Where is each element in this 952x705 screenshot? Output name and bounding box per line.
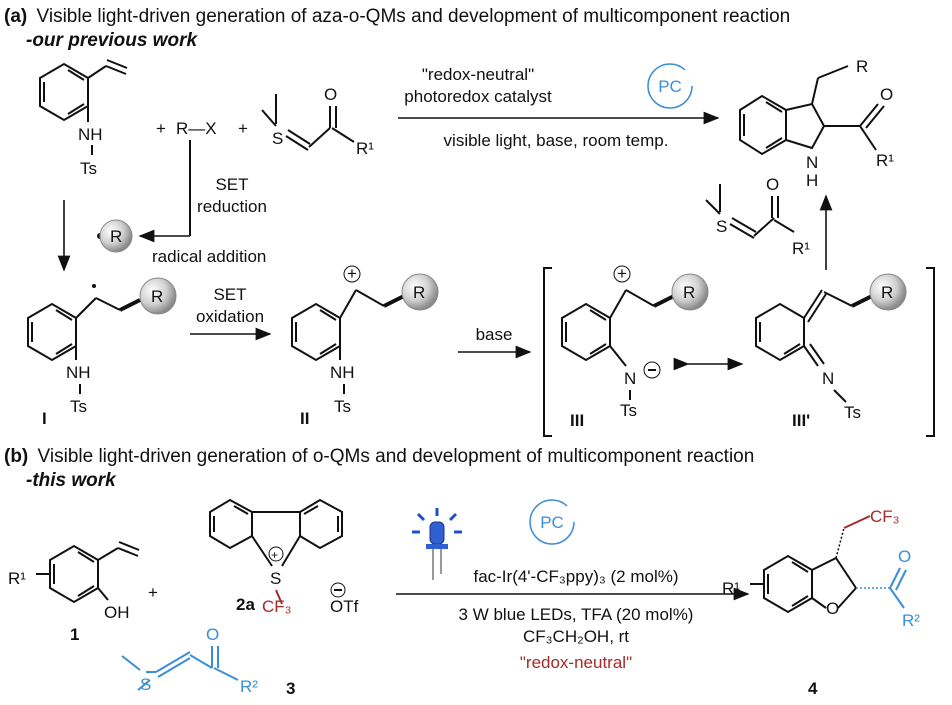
svg-text:1: 1 [70,625,79,644]
svg-text:R¹: R¹ [356,139,374,158]
svg-text:R: R [413,283,425,302]
svg-text:+: + [347,264,357,283]
intermediate-IIIp: R N Ts III' [755,273,907,430]
svg-text:O: O [826,599,839,618]
svg-text:Ts: Ts [334,397,351,416]
cond-redox: "redox-neutral" [520,653,632,672]
plus-1: + [156,119,166,138]
radical-addition-label: radical addition [152,247,266,266]
bracket-right [926,267,935,437]
svg-text:O: O [766,175,779,194]
arrow-label-catalyst: photoredox catalyst [404,87,552,106]
cond-catalyst: fac-Ir(4'-CF₃ppy)₃ (2 mol%) [473,567,678,586]
sulfur-ylide-3: S O R² 3 [121,625,295,698]
svg-text:NH: NH [66,363,91,382]
svg-text:+: + [617,264,627,283]
svg-text:OTf: OTf [330,597,359,616]
svg-text:I: I [42,409,47,428]
set-reduction-label: SET [215,175,248,194]
reagent-rx: R—X [176,119,217,138]
svg-text:+: + [271,548,278,562]
arrow-label-conditions: visible light, base, room temp. [444,131,669,150]
phenol-reactant-1: OH R¹ 1 [8,541,140,644]
section-b-title: (b) Visible light-driven generation of o… [4,446,754,467]
svg-text:Ts: Ts [70,397,87,416]
svg-text:NH: NH [78,125,103,144]
sulfur-ylide-a: S O R¹ [261,85,374,158]
svg-text:R: R [110,227,122,246]
set-reduction-label-2: reduction [197,197,267,216]
svg-text:4: 4 [808,679,818,698]
svg-text:Ts: Ts [844,403,861,422]
intermediate-II: + R NH Ts II [291,264,439,428]
intermediate-III: + R N Ts III [561,264,709,430]
pc-badge-a: PC [647,63,693,109]
bracket-left [543,267,552,437]
section-a-subtitle: -our previous work [26,30,198,51]
svg-text:R²: R² [902,611,920,630]
svg-text:CF₃: CF₃ [870,507,900,526]
svg-text:O: O [324,85,337,104]
svg-text:N: N [822,369,834,388]
plus-2: + [238,119,248,138]
blue-led-icon [412,508,462,580]
svg-text:R: R [881,283,893,302]
plus-b: + [148,583,158,602]
svg-text:R: R [151,287,163,306]
svg-text:3: 3 [286,679,295,698]
svg-text:R¹: R¹ [876,151,894,170]
svg-text:Ts: Ts [80,159,97,178]
arrow-label-redox: "redox-neutral" [422,65,534,84]
svg-text:R: R [683,283,695,302]
set-oxidation-label: SET [213,285,246,304]
sulfur-ylide-join: S O R¹ [705,175,810,258]
svg-text:PC: PC [540,513,564,532]
cond-solvent: CF₃CH₂OH, rt [523,627,629,646]
svg-text:S: S [272,129,283,148]
svg-text:III': III' [792,411,810,430]
svg-text:R¹: R¹ [8,569,26,588]
svg-text:S: S [270,569,281,588]
radical-r-ball: R [97,219,133,253]
svg-text:H: H [806,171,818,190]
svg-text:III: III [570,411,584,430]
svg-text:N: N [806,153,818,172]
reagent-2a: + S 2a CF₃ OTf [209,498,359,616]
svg-text:O: O [898,547,911,566]
svg-text:R²: R² [240,677,258,696]
svg-text:O: O [206,625,219,644]
svg-text:R¹: R¹ [722,579,740,598]
cond-light: 3 W blue LEDs, TFA (20 mol%) [459,605,694,624]
svg-text:N: N [624,369,636,388]
intermediate-I: R NH Ts I [27,277,177,428]
section-b-subtitle: -this work [26,470,117,491]
product-4: O CF₃ O R² R¹ 4 [722,507,920,698]
svg-text:R: R [856,57,868,76]
svg-text:II: II [300,409,309,428]
aza-styrene-reactant: NH Ts [39,59,128,178]
svg-text:O: O [880,85,893,104]
svg-text:PC: PC [658,77,682,96]
svg-text:R¹: R¹ [792,239,810,258]
svg-text:S: S [716,217,727,236]
svg-text:2a: 2a [236,595,255,614]
pc-badge-b: PC [529,499,575,545]
section-a-title: (a) Visible light-driven generation of a… [4,6,790,27]
svg-text:Ts: Ts [620,401,637,420]
indole-product: R O R¹ N H [739,57,894,190]
svg-text:NH: NH [330,363,355,382]
svg-text:OH: OH [104,603,130,622]
base-label: base [476,325,513,344]
svg-text:CF₃: CF₃ [262,597,292,616]
set-oxidation-label-2: oxidation [196,307,264,326]
